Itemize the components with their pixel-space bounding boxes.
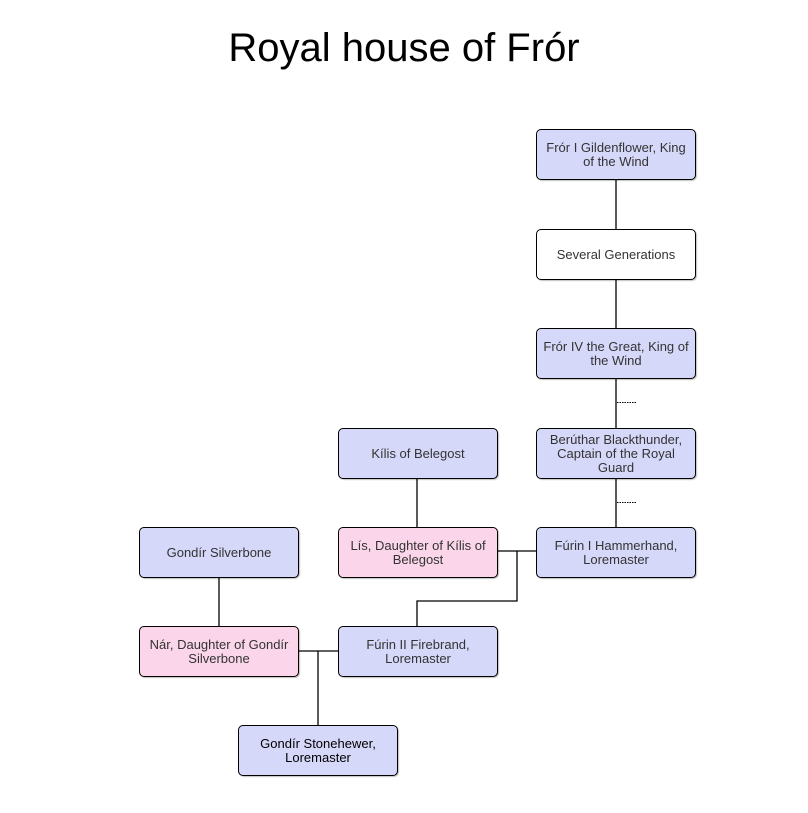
- several-generations-label: Several Generations: [556, 246, 676, 262]
- diagram-title: Royal house of Frór: [228, 26, 580, 70]
- person-fror-iv: Frór IV the Great, King of the Wind: [536, 328, 696, 379]
- connector-lis-furin1-to-furin2: [416, 551, 518, 626]
- person-furin-ii: Fúrin II Firebrand, Loremaster: [338, 626, 498, 677]
- person-gondir-stonehewer: Gondír Stonehewer, Loremaster: [238, 725, 398, 776]
- person-gondir-stonehewer-label: Gondír Stonehewer, Loremaster: [260, 735, 376, 765]
- person-beruthar: Berúthar Blackthunder, Captain of the Ro…: [536, 428, 696, 479]
- person-lis: Lís, Daughter of Kílis of Belegost: [338, 527, 498, 578]
- person-lis-label: Lís, Daughter of Kílis of Belegost: [350, 537, 486, 567]
- person-kilis-label: Kílis of Belegost: [371, 445, 465, 461]
- person-furin-i-label: Fúrin I Hammerhand, Loremaster: [554, 537, 678, 567]
- person-fror-i-label: Frór I Gildenflower, King of the Wind: [546, 139, 686, 169]
- person-furin-i: Fúrin I Hammerhand, Loremaster: [536, 527, 696, 578]
- person-furin-ii-label: Fúrin II Firebrand, Loremaster: [366, 636, 470, 666]
- person-nar-label: Nár, Daughter of Gondír Silverbone: [149, 636, 289, 666]
- person-nar: Nár, Daughter of Gondír Silverbone: [139, 626, 299, 677]
- person-fror-i: Frór I Gildenflower, King of the Wind: [536, 129, 696, 180]
- person-fror-iv-label: Frór IV the Great, King of the Wind: [543, 338, 689, 368]
- person-beruthar-label: Berúthar Blackthunder, Captain of the Ro…: [549, 431, 683, 475]
- several-generations-box: Several Generations: [536, 229, 696, 280]
- person-kilis: Kílis of Belegost: [338, 428, 498, 479]
- person-gondir-silverbone-label: Gondír Silverbone: [166, 544, 272, 560]
- person-gondir-silverbone: Gondír Silverbone: [139, 527, 299, 578]
